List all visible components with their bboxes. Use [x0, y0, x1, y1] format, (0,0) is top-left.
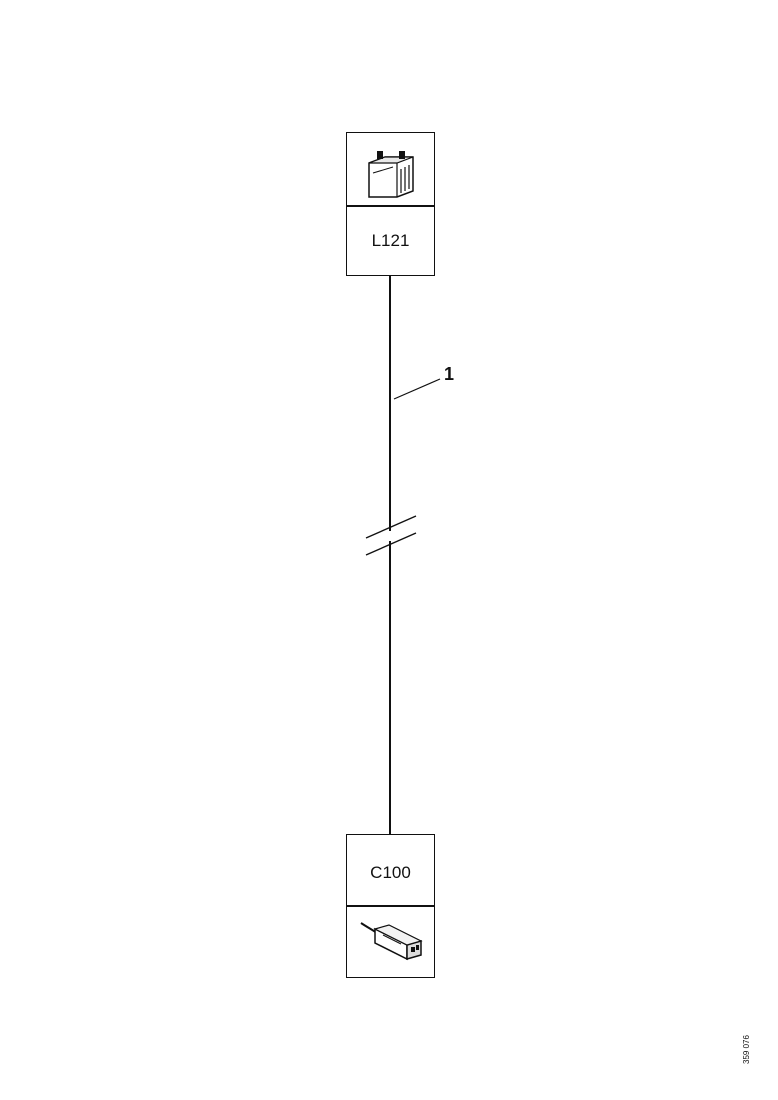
connector-plug-icon — [360, 922, 423, 961]
component-l121-label-box: L121 — [346, 206, 435, 276]
break-mark-top — [365, 515, 417, 539]
wire-callout-number: 1 — [444, 364, 455, 384]
component-c100-code: C100 — [370, 863, 411, 882]
component-c100-label-box: C100 — [346, 834, 435, 906]
component-l121-code: L121 — [371, 231, 410, 250]
break-mark-bottom — [365, 532, 417, 556]
document-reference: 359 076 — [742, 1035, 751, 1064]
component-c100-icon-box — [346, 906, 435, 978]
battery-icon — [368, 151, 414, 198]
callout-leader — [393, 378, 441, 400]
component-l121-icon-box — [346, 132, 435, 206]
